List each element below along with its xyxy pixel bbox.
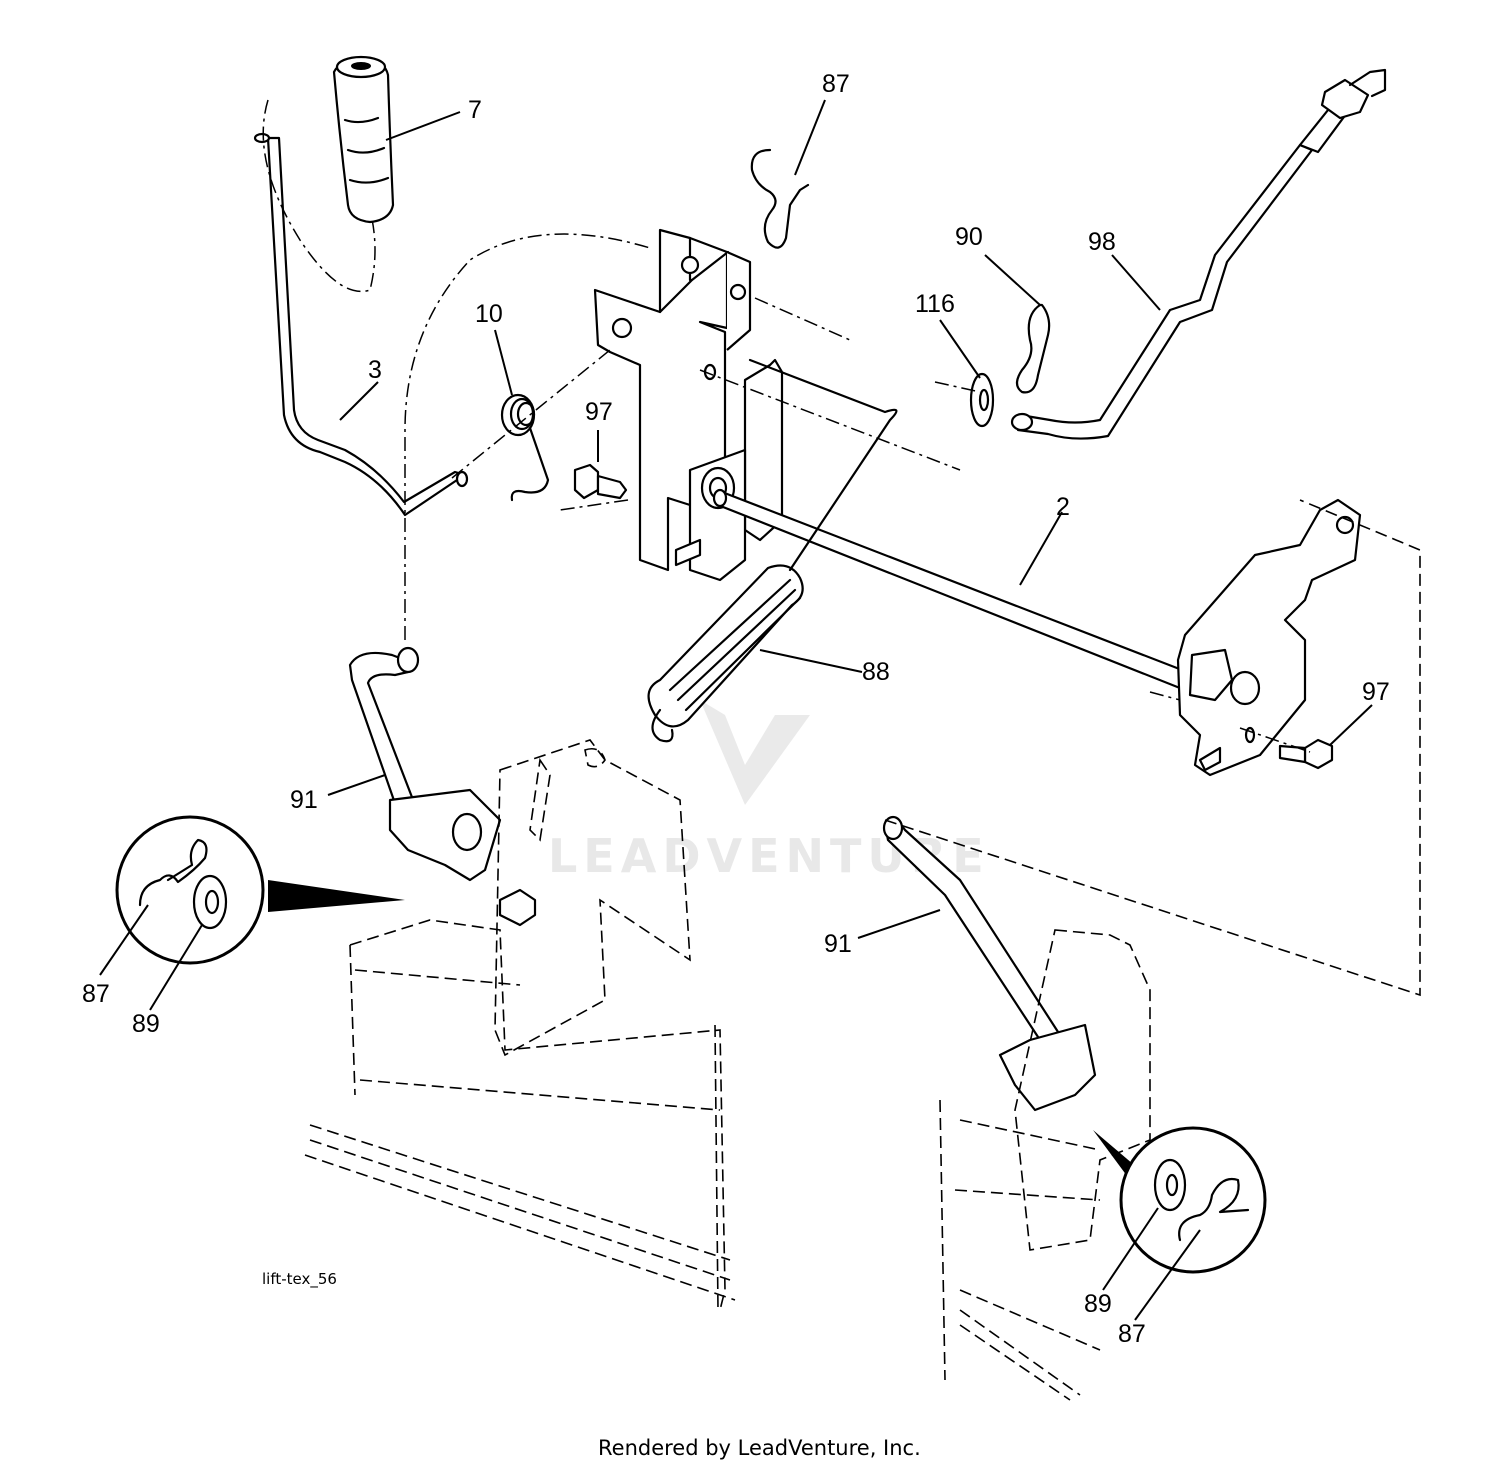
right-side-plate: [884, 499, 1421, 1401]
callout-116: 116: [915, 290, 955, 318]
callout-87: 87: [82, 980, 110, 1008]
hair-pin-clip-top: [750, 148, 810, 249]
callout-7: 7: [468, 96, 482, 124]
lift-handle-lever: [253, 99, 469, 517]
figure-id-label: lift-tex_56: [262, 1270, 337, 1288]
callout-91: 91: [290, 786, 318, 814]
callout-87: 87: [822, 70, 850, 98]
lift-link-right: [882, 815, 1097, 1112]
callout-97: 97: [585, 398, 613, 426]
callout-3: 3: [368, 356, 382, 384]
callout-88: 88: [862, 658, 890, 686]
detail-inset-right: [1093, 1126, 1267, 1274]
adjustment-rod: [1010, 68, 1387, 440]
callout-98: 98: [1088, 228, 1116, 256]
left-deck-outline: [304, 919, 736, 1311]
construction-lines: [404, 233, 1311, 753]
callout-91: 91: [824, 930, 852, 958]
right-lift-arm: [1176, 498, 1362, 777]
bolt-left: [573, 463, 628, 500]
extension-spring: [647, 358, 898, 743]
callout-90: 90: [955, 223, 983, 251]
callout-89: 89: [1084, 1290, 1112, 1318]
callout-2: 2: [1056, 493, 1070, 521]
rendered-by-footer: Rendered by LeadVenture, Inc.: [598, 1436, 921, 1460]
handle-grip: [332, 55, 395, 224]
detail-inset-left: [115, 815, 405, 965]
leader-lines: [99, 99, 1373, 1321]
callout-97: 97: [1362, 678, 1390, 706]
callout-87: 87: [1118, 1320, 1146, 1348]
torsion-spring: [500, 393, 550, 502]
callout-labels: 7 3 87 10 97 90 98 116 2 88 97 91 91 87 …: [82, 70, 1390, 1348]
lift-bracket: [593, 228, 784, 582]
left-side-plate: [494, 739, 691, 1057]
callout-89: 89: [132, 1010, 160, 1038]
hair-pin-clip-90: [1015, 303, 1051, 394]
callout-10: 10: [475, 300, 503, 328]
lift-link-left: [348, 646, 537, 927]
flat-washer-116: [969, 372, 995, 428]
